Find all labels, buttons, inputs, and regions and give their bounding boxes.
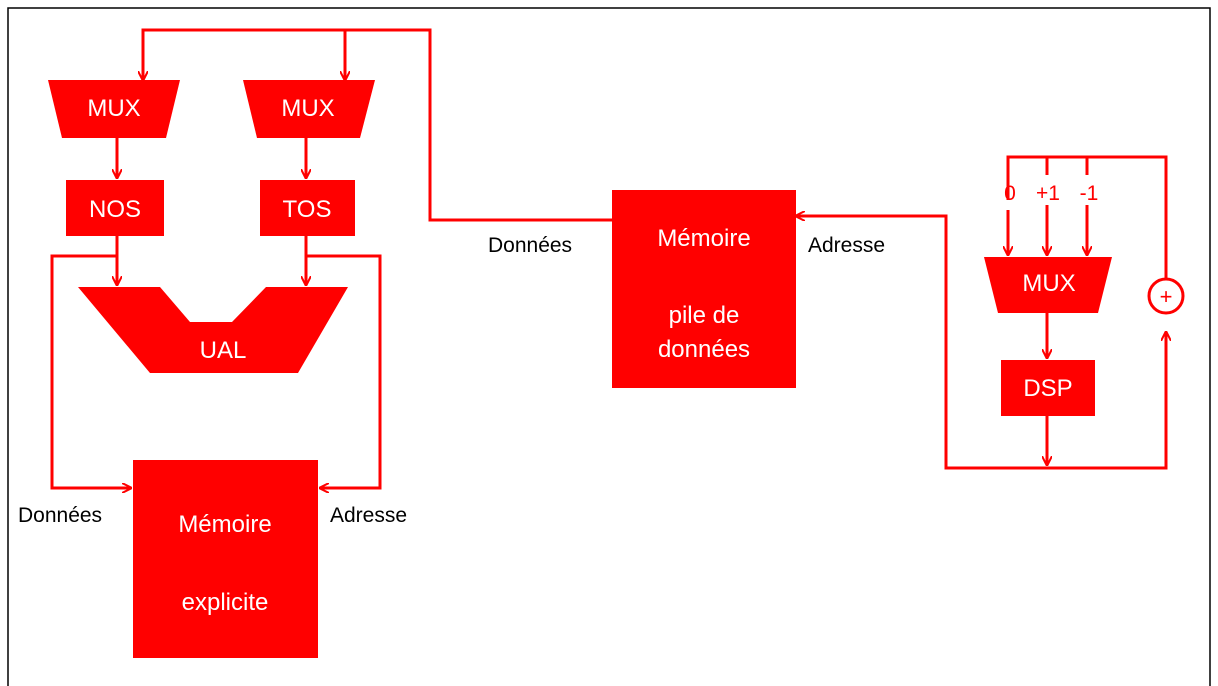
wire-loop-right xyxy=(1047,332,1166,470)
const-minus1-label: -1 xyxy=(1080,182,1099,205)
tos-block xyxy=(260,180,355,236)
ual-block xyxy=(78,287,348,373)
explicit-memory-block xyxy=(133,460,318,658)
stack-memory-address-label: Adresse xyxy=(808,234,885,257)
stack-memory-block xyxy=(612,190,796,388)
right-mux-label: MUX xyxy=(1022,270,1075,297)
dsp-block xyxy=(1001,360,1095,416)
wire-bus-feedback xyxy=(143,28,612,222)
wires xyxy=(50,28,1166,488)
adder-icon xyxy=(1147,277,1185,315)
explicit-memory-line1: Mémoire xyxy=(178,511,271,538)
mux-a-label: MUX xyxy=(87,95,140,122)
frame-border xyxy=(7,7,1211,686)
tos-label: TOS xyxy=(283,196,332,223)
wire-tos-to-mem-addr xyxy=(306,254,382,488)
ual-label: UAL xyxy=(200,337,247,364)
stack-memory-line1: Mémoire xyxy=(657,225,750,252)
nos-label: NOS xyxy=(89,196,141,223)
mux-a-block xyxy=(48,80,180,138)
explicit-memory-data-label: Données xyxy=(18,504,102,527)
stack-memory-line2: pile de xyxy=(669,302,740,329)
nos-block xyxy=(66,180,164,236)
explicit-memory-address-label: Adresse xyxy=(330,504,407,527)
wire-nos-to-mem-data xyxy=(50,254,131,488)
const-0-label: 0 xyxy=(1004,182,1016,205)
mux-b-label: MUX xyxy=(281,95,334,122)
blocks xyxy=(48,80,1112,658)
explicit-memory-line2: explicite xyxy=(182,589,269,616)
adder-label: + xyxy=(1160,284,1173,309)
stack-memory-line3: données xyxy=(658,336,750,363)
wire-loop-left xyxy=(796,216,1047,470)
right-mux-block xyxy=(984,257,1112,313)
stack-memory-data-label: Données xyxy=(488,234,572,257)
const-plus1-label: +1 xyxy=(1036,182,1060,205)
dsp-label: DSP xyxy=(1023,375,1072,402)
mux-b-block xyxy=(243,80,375,138)
